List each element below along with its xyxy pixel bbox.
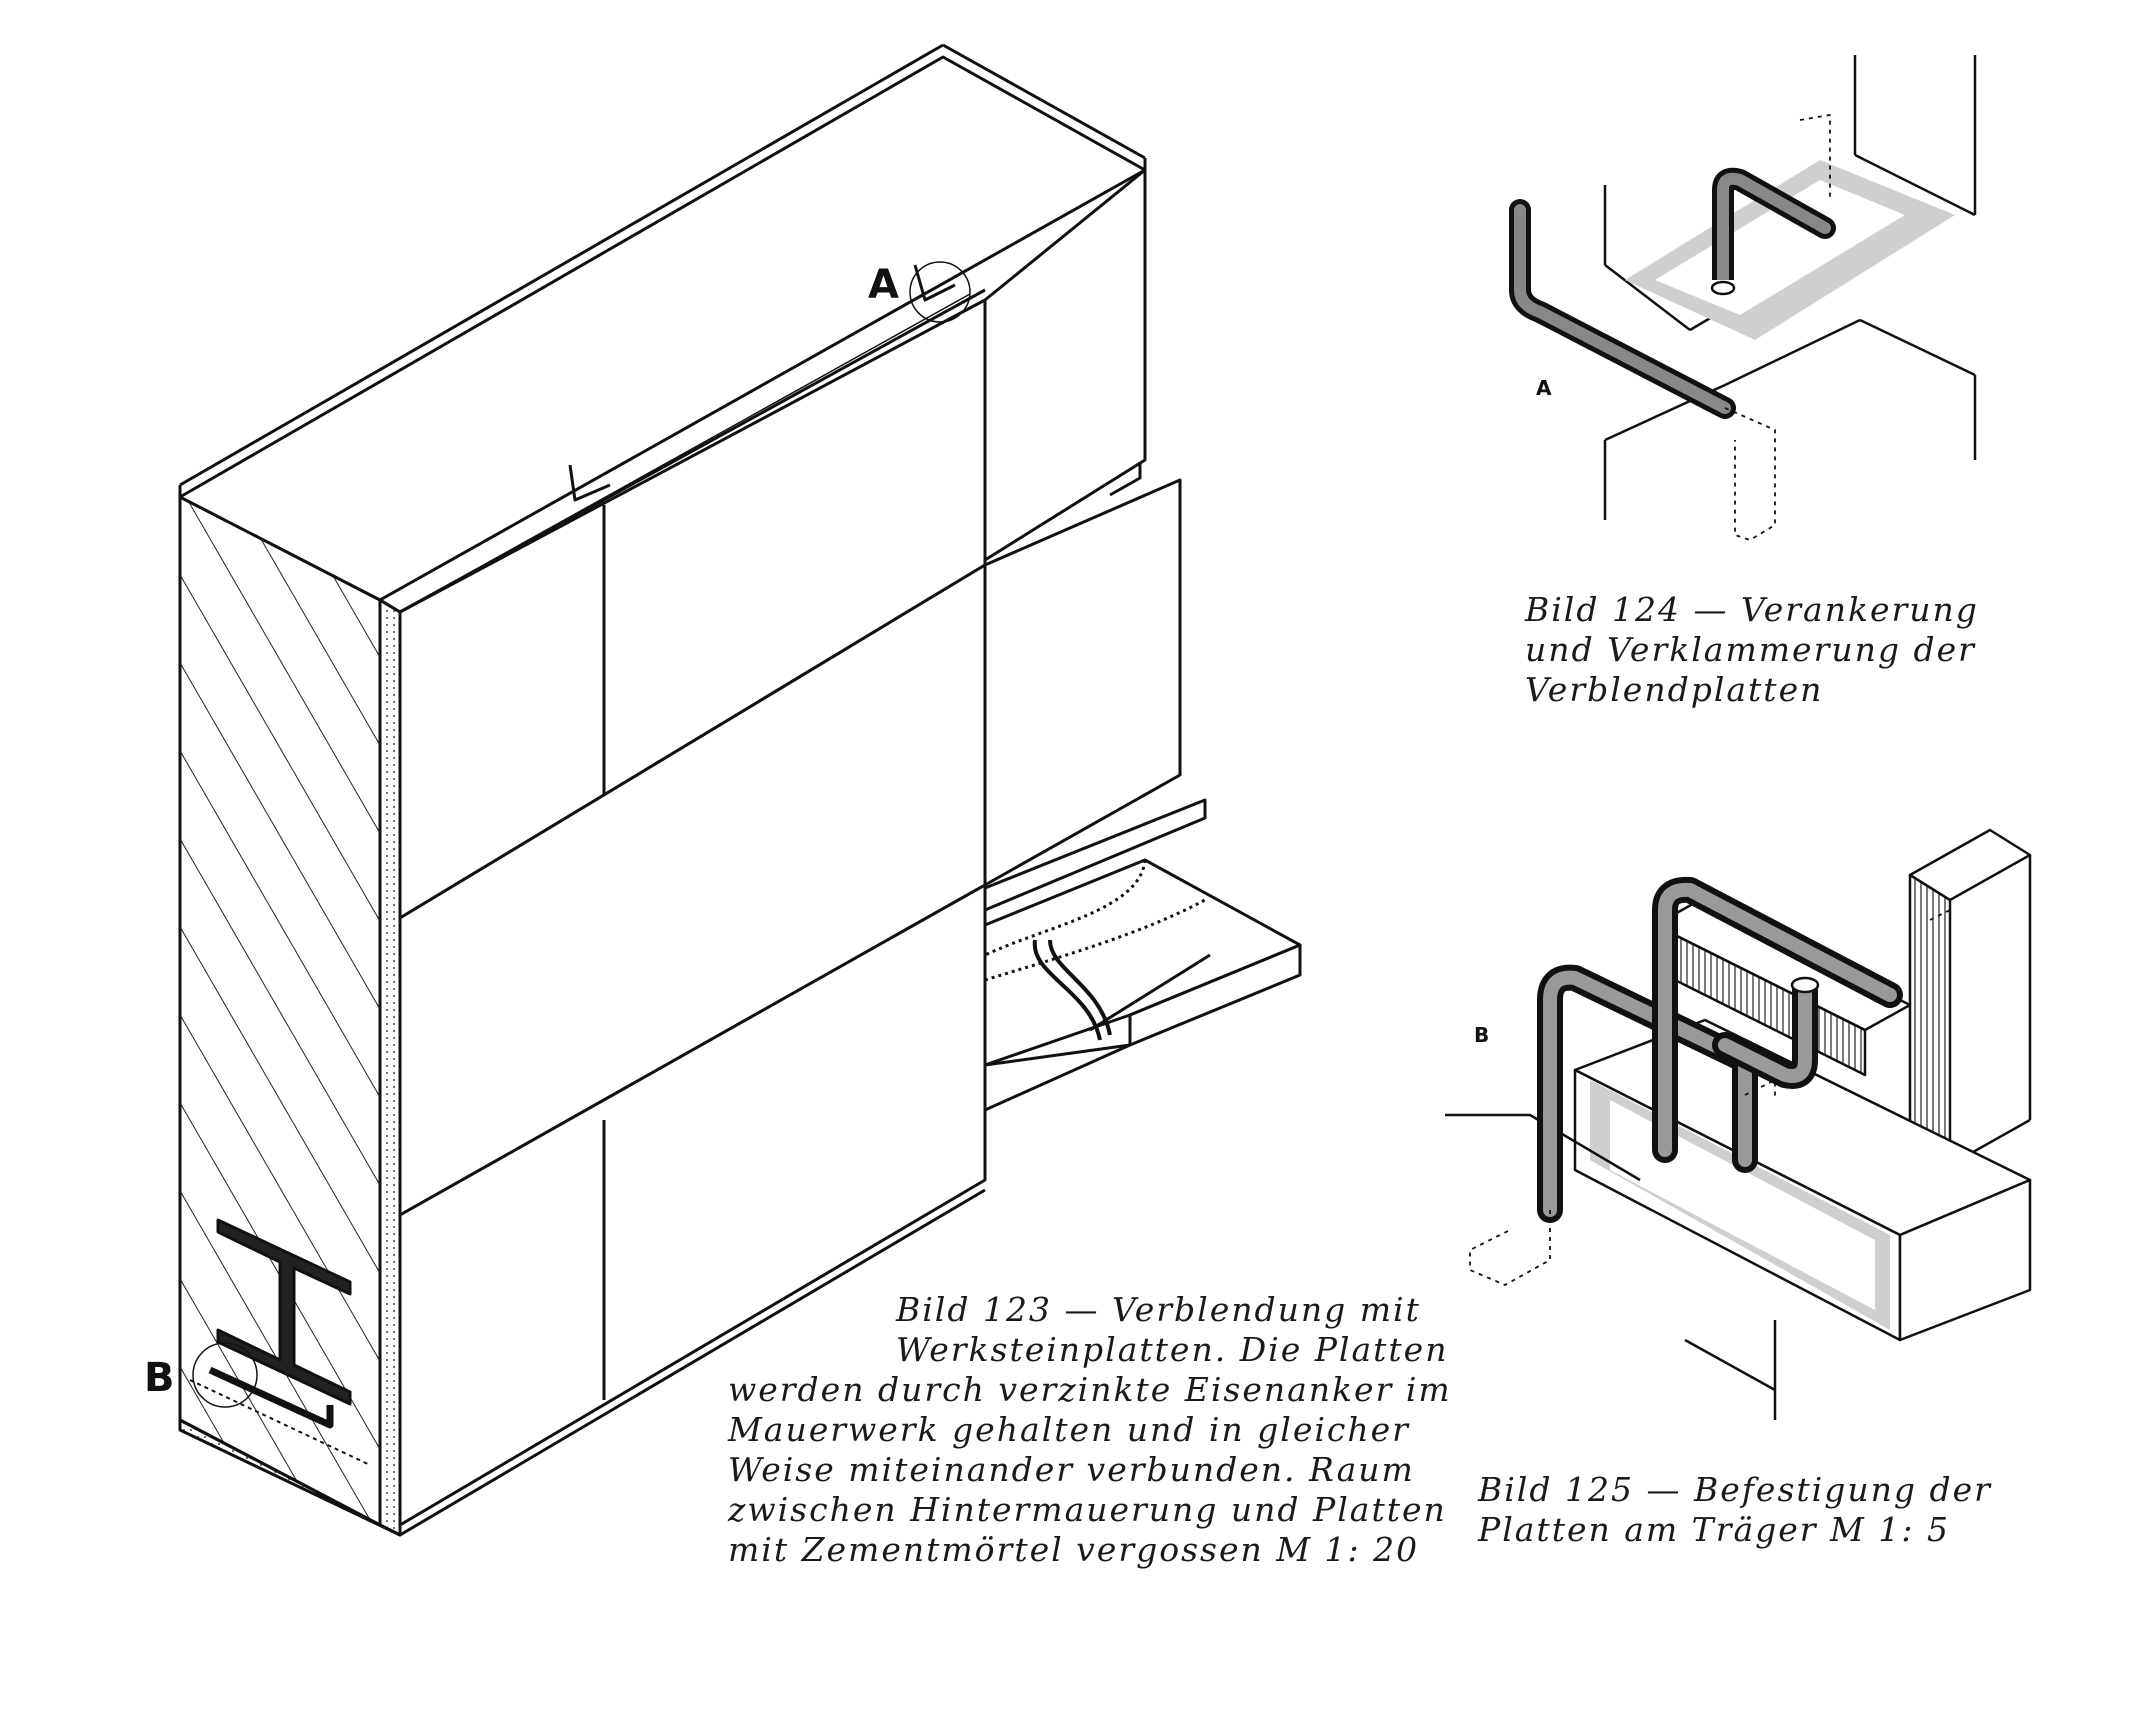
caption-bild-123: Bild 123 — Verblendung mit Werksteinplat… [728, 1290, 1452, 1570]
caption-124-line-1: Bild 124 — Verankerung [1525, 590, 1979, 629]
label-a-detail: A [1536, 376, 1552, 400]
detail-circle-a [909, 261, 971, 323]
label-a-main: A [868, 262, 899, 308]
label-b-detail: B [1474, 1023, 1490, 1047]
caption-124-line-2: und Verklammerung der [1525, 630, 1976, 669]
caption-123-line-2: Werksteinplatten. Die Platten [896, 1330, 1449, 1369]
slab-course-bottom [398, 883, 987, 1527]
mortar-joint [378, 598, 402, 1537]
caption-123-line-5: Weise miteinander verbunden. Raum [728, 1450, 1415, 1489]
caption-125-line-2: Platten am Träger M 1: 5 [1478, 1510, 1950, 1549]
figure-123-wall [178, 43, 1302, 1537]
caption-123-line-4: Mauerwerk gehalten und in gleicher [728, 1410, 1410, 1449]
caption-123-line-6: zwischen Hintermauerung und Platten [728, 1490, 1447, 1529]
caption-bild-124: Bild 124 — Verankerung und Verklammerung… [1525, 590, 1979, 710]
label-b-main: B [144, 1355, 175, 1401]
figure-124-anchor-detail [1509, 55, 1977, 541]
steel-angle-ledge [983, 798, 1207, 912]
caption-123-line-1: Bild 123 — Verblendung mit [896, 1290, 1421, 1329]
caption-123-line-3: werden durch verzinkte Eisenanker im [728, 1370, 1452, 1409]
caption-bild-125: Bild 125 — Befestigung der Platten am Tr… [1478, 1470, 2018, 1550]
detail-circle-b [192, 1342, 258, 1408]
figure-125-beam-detail [1445, 828, 2032, 1420]
caption-123-line-7: mit Zementmörtel vergossen M 1: 20 [728, 1530, 1420, 1569]
caption-124-line-3: Verblendplatten [1525, 670, 1824, 709]
i-beam [216, 1218, 352, 1406]
caption-125-line-1: Bild 125 — Befestigung der [1478, 1470, 1992, 1509]
